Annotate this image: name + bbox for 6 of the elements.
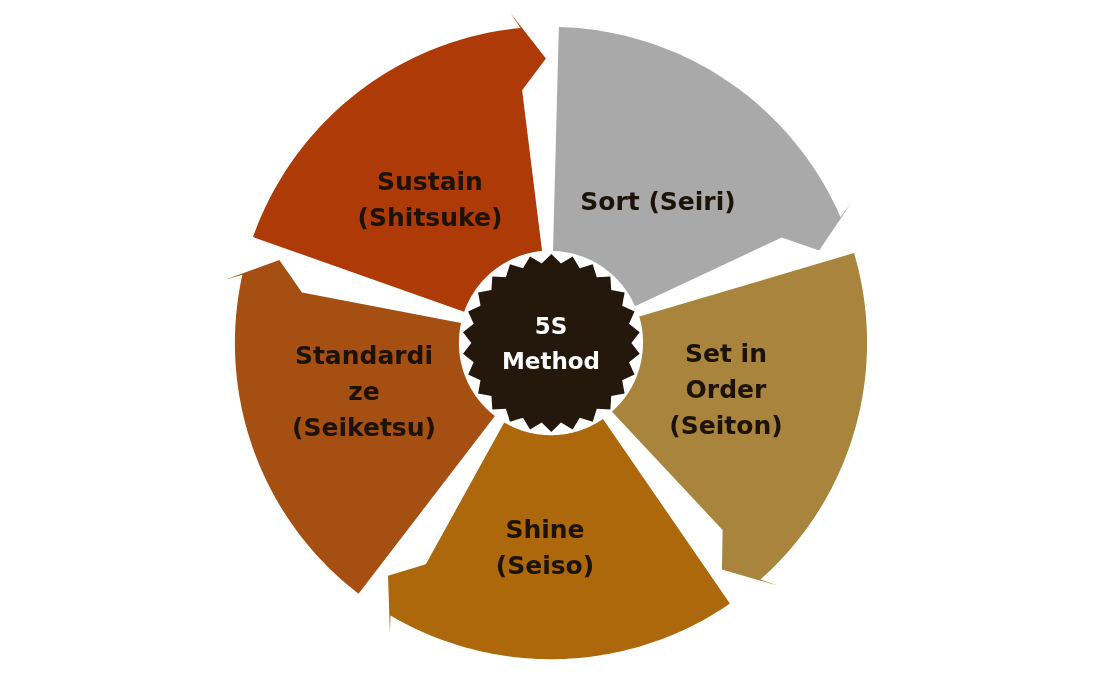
segment-label: Shine (Seiso) <box>494 513 596 582</box>
segment-label: Set in Order (Seiton) <box>668 337 784 443</box>
segment-label: Sustain (Shitsuke) <box>356 165 504 234</box>
segment-label: Standardi ze (Seiketsu) <box>291 339 437 445</box>
segment-label: Sort (Seiri) <box>579 185 737 218</box>
center-title: 5S Method <box>500 311 602 375</box>
